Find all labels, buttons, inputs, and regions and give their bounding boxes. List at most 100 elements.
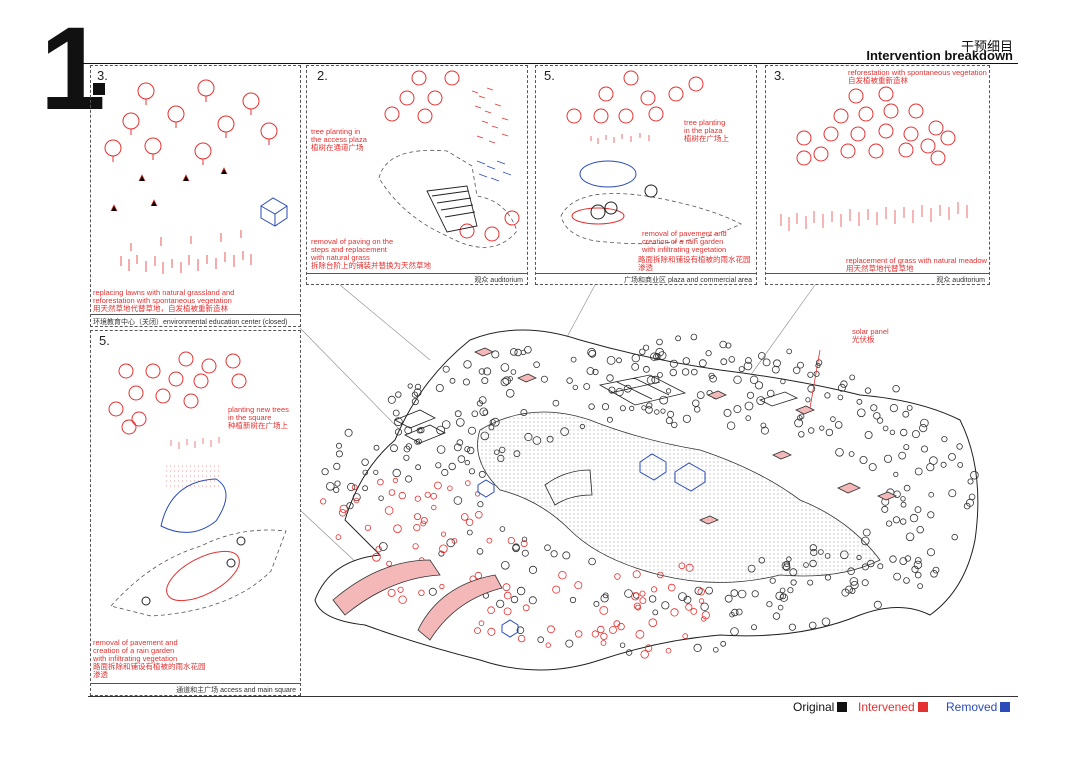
existing-tree (723, 408, 732, 417)
intervened-tree (433, 481, 442, 490)
intervened-tree (388, 489, 396, 496)
existing-tree (346, 502, 354, 510)
existing-tree (631, 353, 640, 363)
existing-tree (928, 491, 934, 498)
existing-tree (418, 426, 425, 434)
existing-tree (690, 333, 698, 341)
solar-panel (707, 390, 727, 400)
intervened-tree (633, 602, 641, 610)
panel-number: 2. (317, 68, 328, 83)
existing-tree (808, 621, 817, 630)
intervened-tree (682, 633, 688, 639)
existing-tree (733, 375, 742, 384)
existing-tree (453, 496, 463, 505)
intervened-tree (640, 650, 649, 659)
existing-tree (588, 557, 596, 566)
existing-tree (646, 402, 653, 409)
existing-tree (579, 423, 586, 430)
existing-tree (733, 405, 742, 414)
existing-tree (390, 444, 398, 453)
panel-label: replacing lawns with natural grassland a… (93, 288, 235, 313)
existing-tree (404, 475, 413, 483)
existing-tree (455, 418, 465, 427)
existing-tree (692, 399, 700, 407)
panel-illustration (780, 86, 968, 231)
intervened-tree (507, 536, 515, 545)
existing-tree (809, 559, 817, 568)
intervened-tree (698, 598, 705, 604)
existing-tree (456, 439, 464, 446)
existing-tree (665, 417, 673, 425)
existing-tree (321, 468, 329, 476)
intervened-tree (685, 603, 693, 611)
solar-panel (517, 373, 537, 383)
existing-tree (499, 526, 506, 532)
existing-tree (889, 403, 899, 413)
intervened-tree (418, 589, 425, 596)
title-cn: 干预细目 (960, 39, 1013, 54)
intervened-tree (431, 504, 437, 511)
intervened-tree (558, 571, 567, 580)
intervened-tree (460, 513, 469, 521)
existing-tree (773, 359, 781, 368)
existing-tree (500, 363, 510, 372)
existing-tree (344, 428, 353, 437)
existing-tree (446, 538, 456, 548)
intervened-tree (614, 573, 621, 580)
existing-tree (467, 446, 475, 455)
existing-tree (683, 595, 692, 604)
existing-tree (932, 566, 940, 574)
existing-tree (572, 384, 578, 391)
existing-tree (395, 391, 402, 398)
intervened-tree (685, 563, 694, 572)
intervened-tree (639, 590, 646, 597)
intervened-tree (487, 606, 495, 614)
intervened-tree (439, 544, 448, 554)
existing-tree (588, 349, 597, 358)
existing-tree (807, 371, 814, 378)
existing-tree (914, 557, 922, 564)
intervened-tree (420, 517, 428, 525)
existing-tree (726, 421, 736, 430)
removed-swatch (1000, 702, 1011, 712)
removed-building (674, 462, 706, 492)
existing-tree (837, 394, 844, 401)
existing-tree (899, 557, 908, 565)
intervened-tree (600, 632, 608, 641)
intervened-tree (430, 492, 438, 500)
existing-tree (483, 367, 492, 376)
existing-tree (877, 563, 884, 570)
existing-tree (641, 405, 647, 411)
existing-tree (790, 579, 797, 586)
existing-tree (914, 571, 922, 579)
existing-tree (454, 410, 462, 418)
existing-tree (629, 405, 635, 411)
panel-caption: 观众 auditorium (474, 277, 523, 284)
existing-tree (616, 357, 622, 364)
intervened-tree (502, 583, 511, 592)
existing-tree (652, 609, 659, 616)
existing-tree (448, 462, 456, 471)
existing-tree (798, 431, 805, 438)
existing-tree (500, 377, 509, 387)
existing-tree (830, 416, 836, 422)
intervened-tree (487, 627, 496, 636)
existing-tree (347, 482, 356, 492)
existing-tree (738, 366, 745, 373)
existing-tree (512, 543, 520, 551)
removed-building (477, 479, 495, 498)
existing-tree (892, 516, 901, 524)
existing-tree (856, 398, 863, 405)
existing-tree (478, 470, 486, 478)
intervened-tree (439, 583, 445, 590)
existing-tree (560, 427, 569, 436)
panel-illustration (560, 70, 742, 245)
existing-tree (914, 506, 922, 514)
intervened-tree (375, 546, 382, 553)
existing-tree (392, 409, 400, 417)
